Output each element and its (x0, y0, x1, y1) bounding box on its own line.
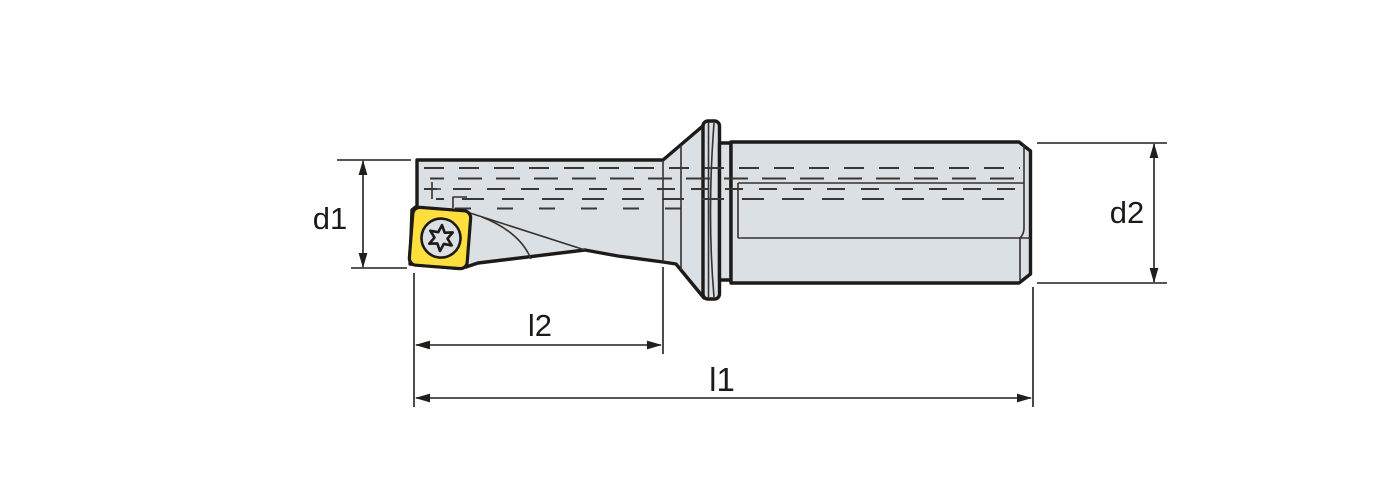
d2-arrow-down (1149, 268, 1159, 283)
dimension-d2 (1037, 142, 1167, 284)
label-l1: l1 (709, 361, 735, 398)
l1-arrow-right (1017, 393, 1032, 403)
cutting-insert (407, 205, 473, 271)
shank (729, 140, 1033, 285)
label-l2: l2 (528, 308, 552, 343)
interior-lines (424, 122, 1030, 298)
l1-arrow-left (415, 393, 430, 403)
flange-curve-line (709, 122, 715, 298)
label-d1: d1 (313, 201, 347, 236)
l2-arrow-left (415, 340, 430, 350)
dimension-labels: d1 d2 l2 l1 (313, 195, 1144, 398)
d2-arrow-up (1149, 143, 1159, 158)
chip-pocket-curve (481, 216, 532, 260)
dimension-d1 (337, 159, 411, 269)
d1-arrow-up (358, 160, 368, 175)
coolant-hidden-lines (424, 167, 1020, 210)
l2-arrow-right (647, 340, 662, 350)
pocket-corner-mark (452, 196, 467, 208)
drill-tool (408, 119, 1033, 301)
label-d2: d2 (1110, 195, 1144, 230)
shank-chamfer-line (1019, 144, 1025, 280)
neck (717, 141, 733, 282)
dimensions (337, 142, 1167, 407)
dimension-l1 (415, 287, 1034, 407)
dimension-l2 (415, 267, 664, 354)
torx-screw-icon (427, 223, 455, 253)
d1-arrow-down (358, 253, 368, 268)
